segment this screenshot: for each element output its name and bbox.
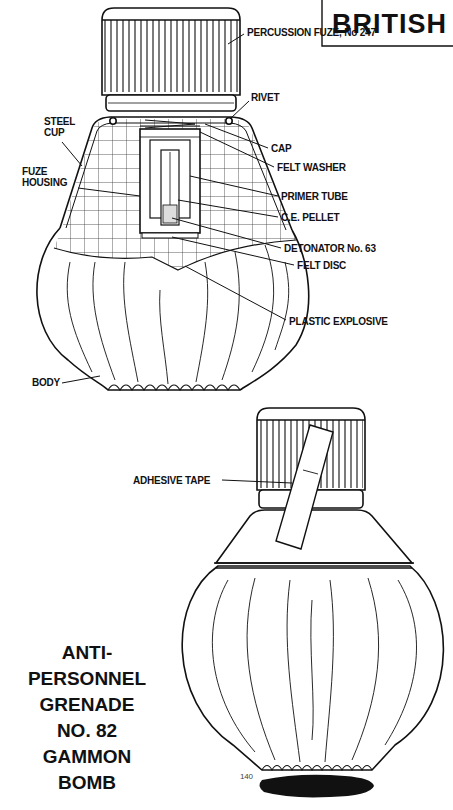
part-label: BODY <box>32 377 60 388</box>
part-label: C.E. PELLET <box>281 212 339 223</box>
part-label: FUZE HOUSING <box>22 166 78 188</box>
part-label: PLASTIC EXPLOSIVE <box>289 316 388 327</box>
figure-number: 140 <box>240 771 253 782</box>
part-label: STEEL CUP <box>44 116 82 138</box>
part-label: PRIMER TUBE <box>281 191 348 202</box>
part-label: RIVET <box>251 92 279 103</box>
part-label: DETONATOR No. 63 <box>284 243 376 254</box>
part-label: ADHESIVE TAPE <box>133 475 210 486</box>
part-label: FELT WASHER <box>277 162 346 173</box>
caption-text: ANTI- PERSONNEL GRENADE NO. 82 GAMMON BO… <box>22 640 152 796</box>
part-label: PERCUSSION FUZE, No 247 <box>247 27 376 38</box>
part-label: FELT DISC <box>297 260 346 271</box>
part-label: CAP <box>271 143 292 154</box>
